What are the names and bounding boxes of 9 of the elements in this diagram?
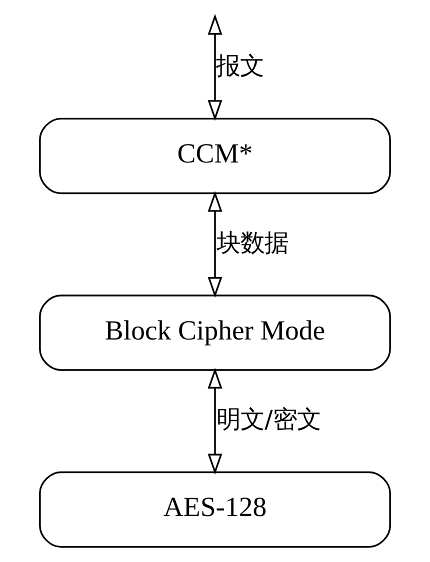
arrow: [208, 14, 222, 121]
node-box: CCM*: [39, 118, 391, 194]
arrow: [208, 190, 222, 298]
edge-label: 明文/密文: [216, 404, 321, 434]
arrow: [208, 368, 222, 475]
node-box: Block Cipher Mode: [39, 294, 391, 371]
edge-label: 块数据: [216, 228, 288, 257]
edge-label: 报文: [216, 50, 264, 80]
node-box: AES-128: [39, 471, 391, 548]
